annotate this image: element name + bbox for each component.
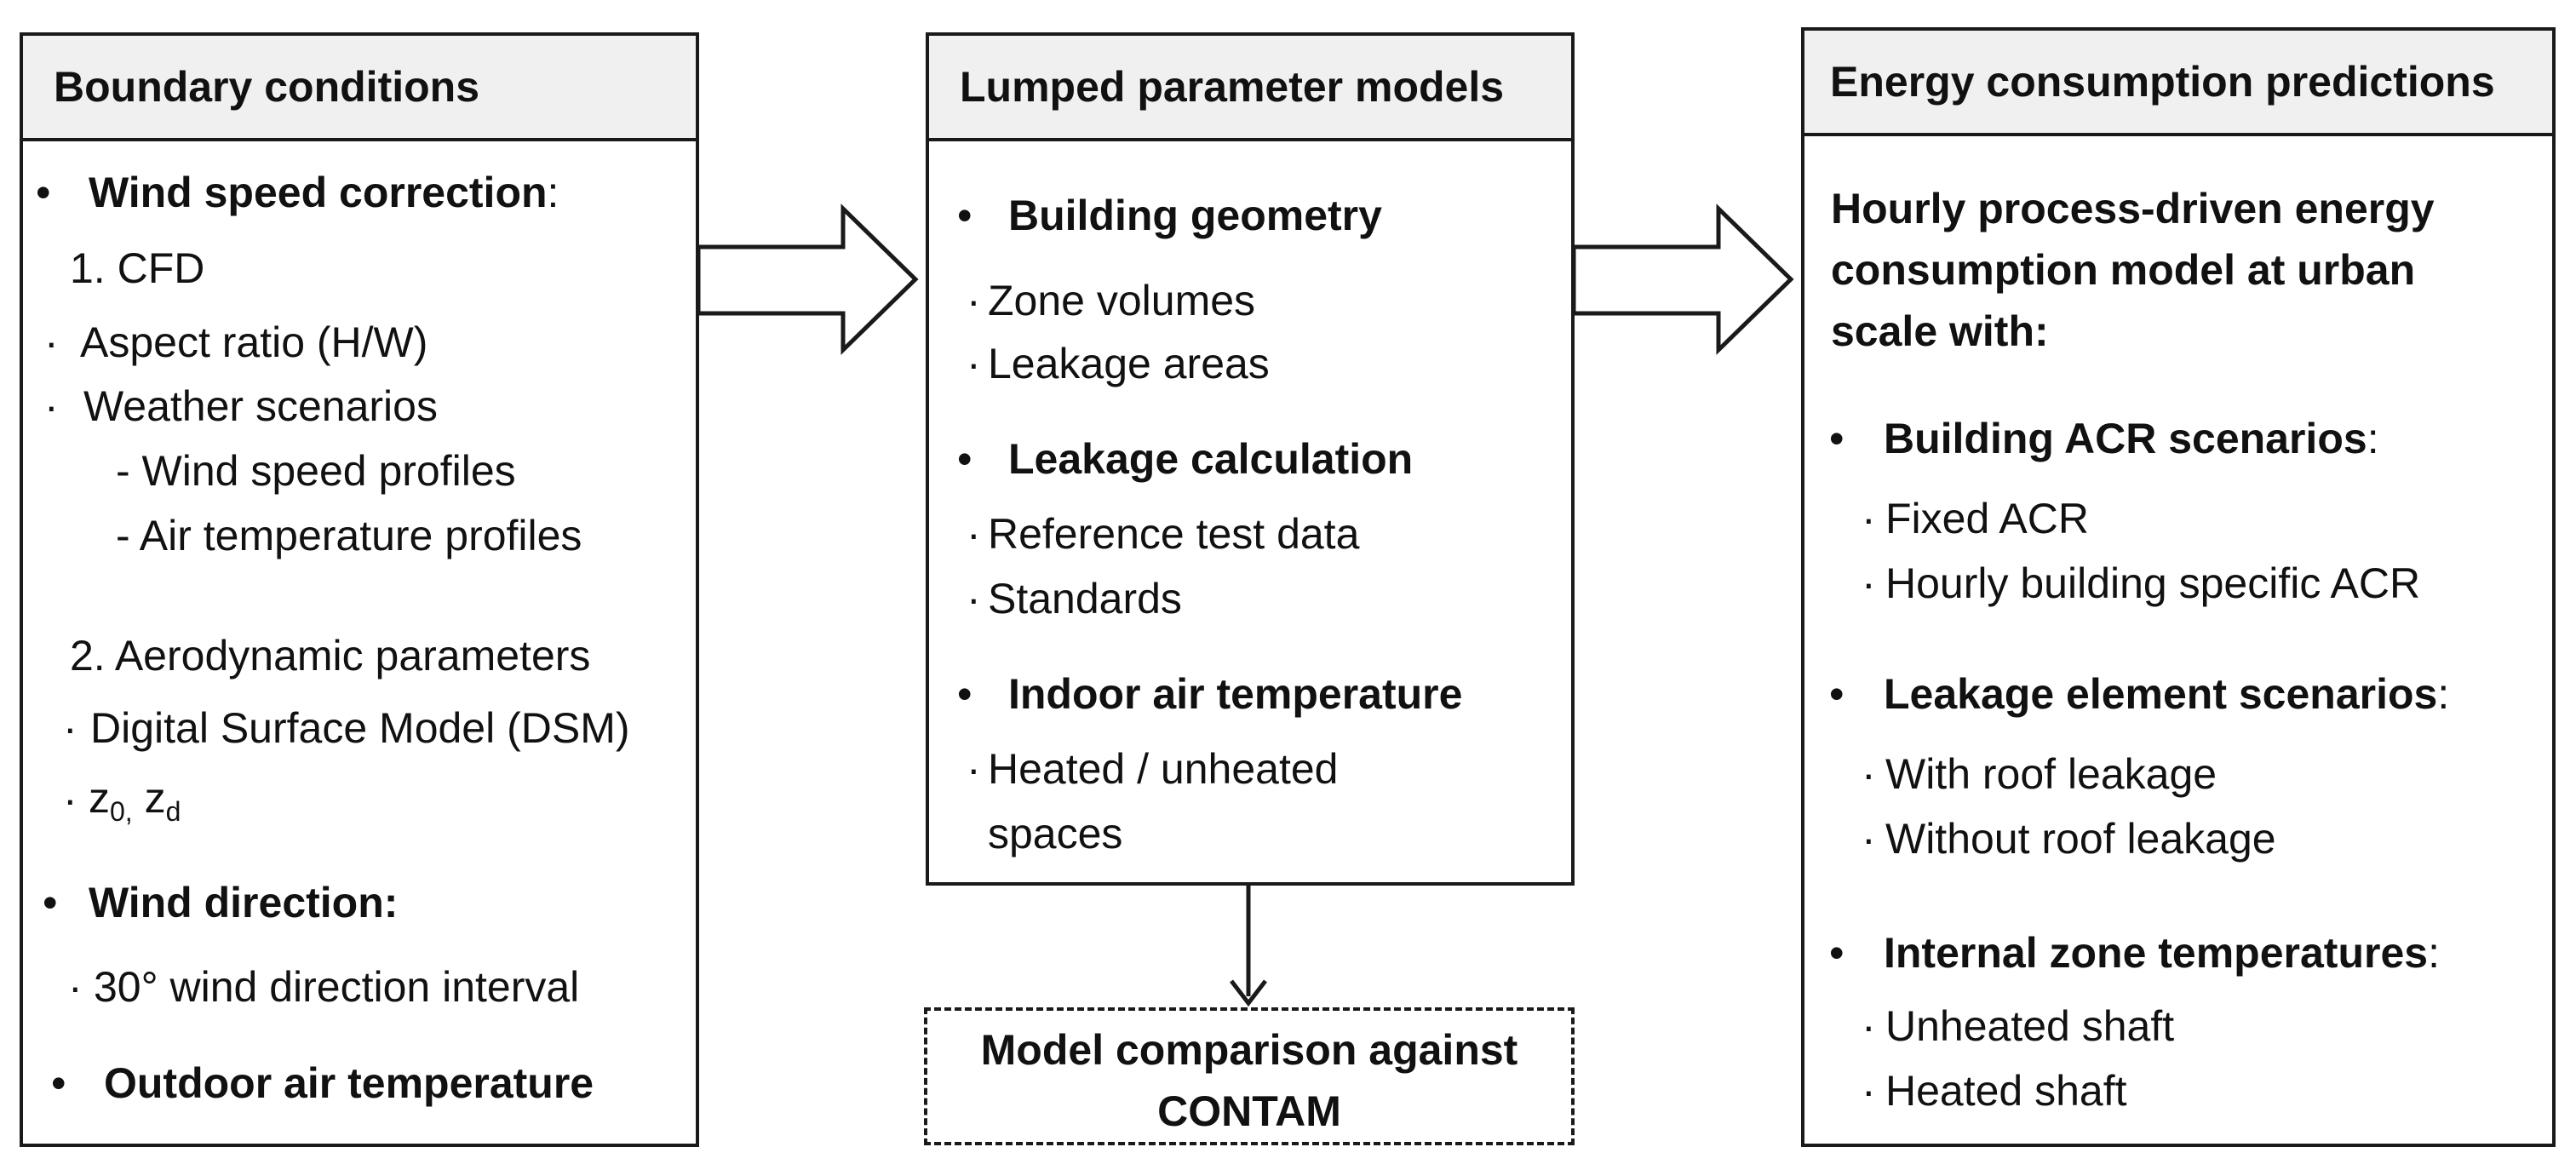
small-bullet: · — [44, 382, 59, 430]
zone-volumes-item: Zone volumes — [988, 277, 1256, 324]
leakage-areas-item: Leakage areas — [988, 340, 1270, 387]
heated-spaces-item-line2: spaces — [988, 810, 1123, 857]
wind-direction-heading: Wind direction: — [89, 879, 399, 926]
model-comparison-box: Model comparison against CONTAM — [924, 1007, 1575, 1145]
bullet: • — [957, 670, 972, 718]
without-roof-item: Without roof leakage — [1885, 815, 2276, 863]
aerodynamic-item: 2. Aerodynamic parameters — [70, 632, 591, 680]
small-bullet: · — [1862, 815, 1876, 863]
cfd-item: 1. CFD — [70, 244, 205, 292]
energy-title-text: Energy consumption predictions — [1830, 58, 2495, 106]
energy-predictions-box: Energy consumption predictions — [1801, 27, 2556, 1147]
small-bullet: · — [967, 575, 981, 622]
leakage-element-heading: Leakage element scenarios: — [1884, 670, 2450, 718]
lumped-parameter-box: Lumped parameter models — [926, 32, 1575, 886]
aspect-ratio-item: Aspect ratio (H/W) — [80, 318, 428, 366]
lumped-title-text: Lumped parameter models — [960, 63, 1505, 111]
heated-shaft-item: Heated shaft — [1885, 1067, 2127, 1115]
boundary-conditions-title: Boundary conditions — [23, 36, 696, 141]
hourly-acr-item: Hourly building specific ACR — [1885, 559, 2421, 607]
lumped-title: Lumped parameter models — [929, 36, 1571, 141]
bullet: • — [1829, 670, 1845, 718]
small-bullet: · — [967, 510, 981, 558]
bullet: • — [1829, 415, 1845, 462]
small-bullet: · — [967, 277, 981, 324]
small-bullet: · — [1862, 495, 1876, 542]
outdoor-temp-heading: Outdoor air temperature — [104, 1059, 594, 1107]
z0-zd-item: z0, zd — [89, 774, 181, 827]
unheated-shaft-item: Unheated shaft — [1885, 1002, 2175, 1050]
small-bullet: · — [44, 318, 59, 366]
wind-speed-heading: Wind speed correction: — [89, 169, 559, 216]
energy-intro-line1: Hourly process-driven energy — [1831, 185, 2435, 232]
small-bullet: · — [967, 340, 981, 387]
small-bullet: · — [63, 776, 77, 823]
bullet: • — [36, 169, 51, 216]
bullet: • — [1829, 929, 1845, 977]
with-roof-item: With roof leakage — [1885, 750, 2217, 798]
small-bullet: · — [1862, 1002, 1876, 1050]
building-geometry-heading: Building geometry — [1008, 192, 1382, 239]
indoor-temp-heading: Indoor air temperature — [1008, 670, 1463, 718]
small-bullet: · — [68, 963, 83, 1011]
arrow-lumped-to-energy — [1571, 204, 1794, 355]
boundary-title-text: Boundary conditions — [54, 63, 479, 111]
heated-spaces-item-line1: Heated / unheated — [988, 745, 1339, 793]
acr-scenarios-heading: Building ACR scenarios: — [1884, 415, 2379, 462]
arrow-boundary-to-lumped — [696, 204, 919, 355]
small-bullet: · — [1862, 750, 1876, 798]
wind-profiles-item: - Wind speed profiles — [116, 447, 516, 495]
bullet: • — [43, 879, 58, 926]
bullet: • — [51, 1059, 66, 1107]
standards-item: Standards — [988, 575, 1182, 622]
comparison-line2: CONTAM — [1157, 1087, 1341, 1135]
small-bullet: · — [1862, 1067, 1876, 1115]
arrowhead-comparison — [1230, 979, 1267, 1007]
interval-item: 30° wind direction interval — [94, 963, 580, 1011]
air-profiles-item: - Air temperature profiles — [116, 512, 582, 559]
energy-intro-line2: consumption model at urban — [1831, 246, 2416, 294]
small-bullet: · — [1862, 559, 1876, 607]
bullet: • — [957, 435, 972, 483]
comparison-line1: Model comparison against — [980, 1026, 1518, 1074]
internal-zone-heading: Internal zone temperatures: — [1884, 929, 2440, 977]
boundary-conditions-box: Boundary conditions — [20, 32, 699, 1147]
weather-scenarios-item: Weather scenarios — [83, 382, 438, 430]
fixed-acr-item: Fixed ACR — [1885, 495, 2089, 542]
leakage-calculation-heading: Leakage calculation — [1008, 435, 1414, 483]
dsm-item: Digital Surface Model (DSM) — [90, 704, 630, 752]
small-bullet: · — [63, 704, 77, 752]
energy-intro-line3: scale with: — [1831, 307, 2049, 355]
small-bullet: · — [967, 745, 981, 793]
bullet: • — [957, 192, 972, 239]
energy-title: Energy consumption predictions — [1804, 31, 2552, 136]
reference-test-item: Reference test data — [988, 510, 1360, 558]
